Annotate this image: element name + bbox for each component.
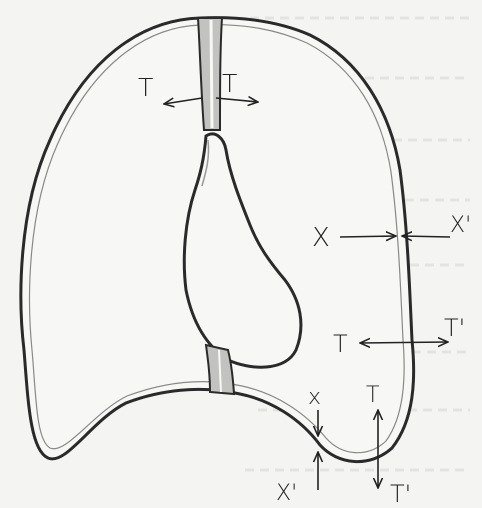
label-x-right: X' <box>450 213 471 238</box>
label-t-mid-right: T' <box>444 314 465 342</box>
label-top-left: T <box>138 73 153 102</box>
label-bottom-t-prime: T' <box>390 480 411 508</box>
label-bottom-t: T <box>366 383 379 408</box>
label-t-mid-left: T <box>333 330 348 358</box>
arrow-t-mid <box>360 342 448 343</box>
label-bottom-x: x <box>308 385 321 410</box>
arrow-x-right <box>402 236 450 237</box>
label-x-left: X <box>312 223 330 253</box>
label-bottom-x-prime: X' <box>276 481 297 506</box>
label-top-right: T <box>222 69 237 98</box>
arrow-x-left <box>340 236 396 237</box>
